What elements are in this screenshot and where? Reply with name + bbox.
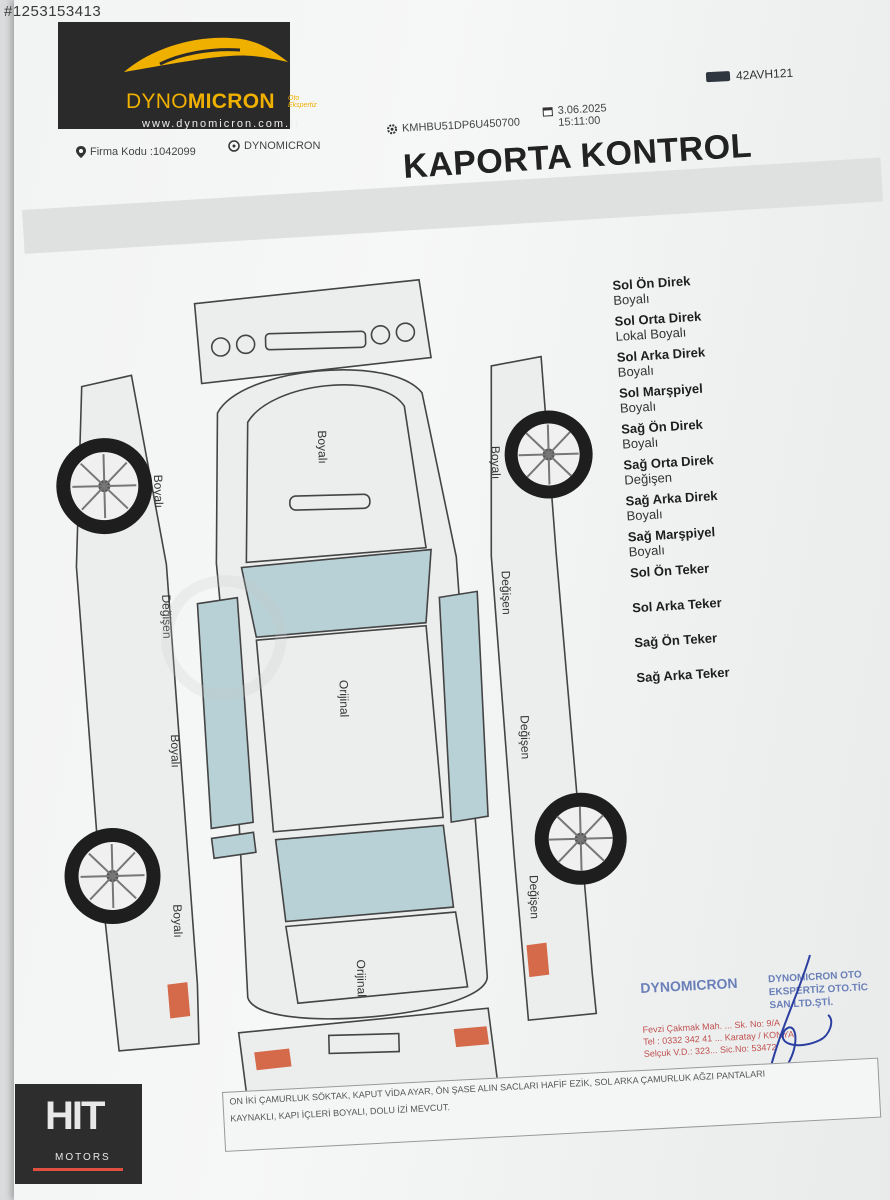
- firma-kodu: Firma Kodu :1042099: [76, 146, 196, 158]
- wheel-left-rear: [64, 828, 161, 925]
- legend-item: Sol Ön Teker: [629, 560, 710, 581]
- hit-logo-text: HIT: [45, 1094, 105, 1138]
- legend-item: Sol Arka Teker: [631, 594, 723, 616]
- left-side-glass: [196, 596, 255, 830]
- right-side-glass: [438, 590, 489, 824]
- wheel-right-rear: [534, 792, 627, 885]
- legend-item: Sağ Ön Teker: [633, 630, 718, 651]
- vin-number: KMHBU51DP6U450700: [386, 117, 520, 136]
- label-right-front-door: Değişen: [499, 570, 514, 614]
- date-time: 3.06.2025 15:11:00: [541, 102, 607, 129]
- front-bumper: [193, 278, 432, 385]
- inspection-time: 15:11:00: [558, 114, 601, 129]
- car-silhouette-icon: [124, 37, 288, 72]
- label-left-front-fender: Boyalı: [151, 475, 166, 509]
- rear-window: [274, 824, 455, 923]
- label-left-rear-door: Boyalı: [168, 734, 183, 768]
- hit-motors-logo: HIT MOTORS: [15, 1084, 142, 1184]
- dynomicron-logo: DYNOMICRON Oto Ekspertiz www.dynomicron.…: [58, 22, 317, 130]
- firma-name: DYNOMICRON: [228, 140, 320, 152]
- legend-item: Sağ Arka Teker: [635, 664, 730, 686]
- gear-icon: [387, 124, 398, 135]
- car-body-diagram: Boyalı Orijinal Orijinal Boyalı Değişen …: [56, 278, 627, 1112]
- calendar-icon: [542, 107, 553, 117]
- wheel-left-front: [56, 438, 153, 535]
- left-tail-light: [167, 982, 191, 1019]
- label-right-front-fender: Boyalı: [488, 446, 503, 480]
- label-left-front-door: Değişen: [159, 594, 174, 638]
- image-id-watermark: #1253153413: [4, 3, 102, 20]
- logo-website: www.dynomicron.com.tr: [142, 118, 301, 130]
- label-right-rear-door: Değişen: [517, 715, 532, 759]
- label-right-rear-fender: Değişen: [527, 875, 542, 919]
- windshield: [240, 548, 432, 639]
- label-left-rear-fender: Boyalı: [170, 904, 185, 938]
- label-roof: Orijinal: [336, 680, 351, 718]
- hit-logo-sub: MOTORS: [55, 1152, 111, 1163]
- wheel-right-front: [504, 410, 593, 499]
- steering-wheel-icon: [228, 140, 240, 152]
- logo-brand-text: DYNOMICRON: [126, 90, 275, 113]
- label-trunk: Orijinal: [354, 959, 369, 997]
- plate-tag-icon: [705, 71, 731, 83]
- hit-logo-bar: [33, 1168, 123, 1171]
- logo-tagline: Oto Ekspertiz: [288, 95, 317, 109]
- location-pin-icon: [76, 146, 86, 158]
- label-hood: Boyalı: [315, 430, 330, 464]
- right-tail-light: [526, 942, 550, 978]
